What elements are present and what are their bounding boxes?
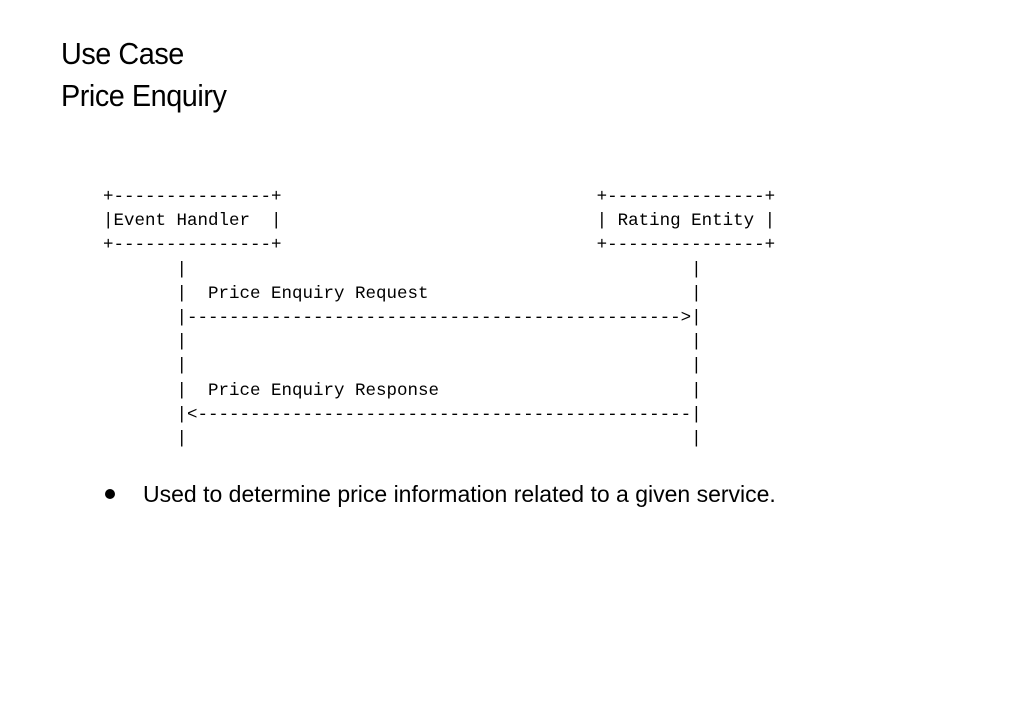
bullet-text: Used to determine price information rela… (143, 481, 776, 507)
slide-title-line-2: Price Enquiry (61, 78, 227, 113)
diagram-line: |<--------------------------------------… (103, 404, 702, 425)
sequence-diagram: +---------------+ +---------------+ |Eve… (103, 185, 775, 451)
slide-title: Use Case Price Enquiry (61, 33, 227, 117)
bullet-item: Used to determine price information rela… (103, 478, 776, 510)
diagram-line: | | (103, 259, 702, 280)
diagram-line: | Price Enquiry Request | (103, 283, 702, 304)
diagram-line: | | (103, 356, 702, 377)
slide-title-line-1: Use Case (61, 36, 184, 71)
bullet-dot-icon (105, 489, 115, 499)
diagram-line: +---------------+ +---------------+ (103, 235, 776, 256)
diagram-line: | | (103, 332, 702, 353)
diagram-line: |Event Handler | | Rating Entity | (103, 211, 776, 232)
diagram-line: | Price Enquiry Response | (103, 380, 702, 401)
diagram-line: | | (103, 429, 702, 450)
bullet-list: Used to determine price information rela… (103, 478, 776, 510)
diagram-line: |---------------------------------------… (103, 308, 702, 329)
diagram-line: +---------------+ +---------------+ (103, 187, 776, 207)
